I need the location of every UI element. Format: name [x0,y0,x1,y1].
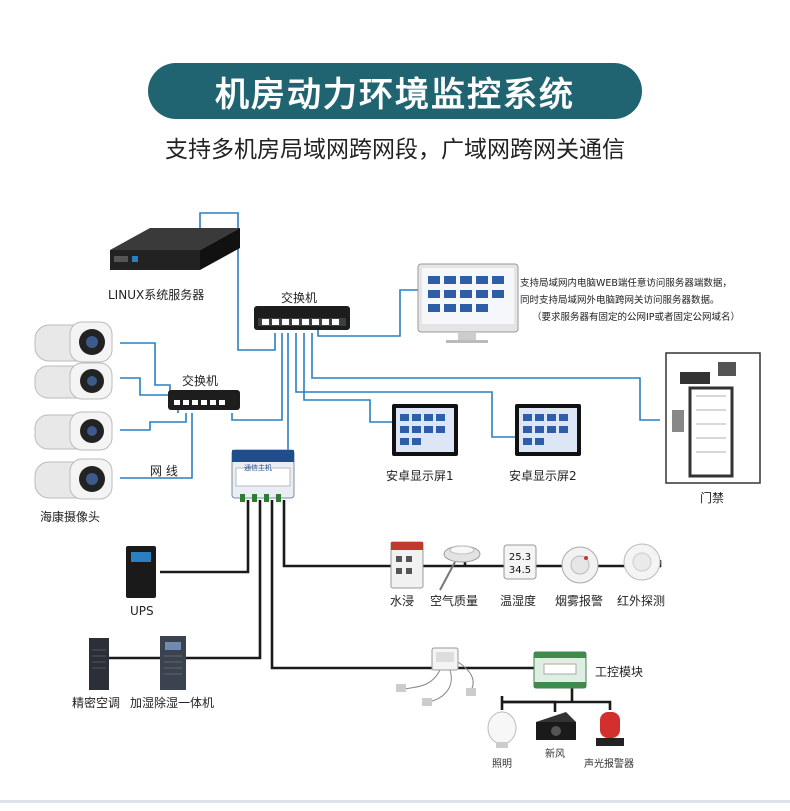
android-screen-1-label: 安卓显示屏1 [386,469,454,483]
temp-humidity-graphic: 25.3 34.5 [503,544,537,580]
camera-label: 海康摄像头 [40,510,101,524]
lighting-label: 照明 [492,759,512,770]
infrared-detector-graphic [623,543,661,581]
water-leak-graphic [390,541,424,589]
sound-light-alarm-label: 声光报警器 [584,759,634,770]
network-cables [120,212,660,479]
linux-server-graphic [110,228,240,270]
host-brand-label: 通信主机 [244,464,272,472]
android-screen-2-graphic [515,404,581,456]
page-title: 机房动力环境监控系统 [215,74,575,115]
secondary-switch-graphic [168,390,240,410]
note-line-1: 支持局域网内电脑WEB端任意访问服务器端数据， [520,278,732,289]
title-banner: 机房动力环境监控系统 [148,63,642,119]
note-line-3: （要求服务器有固定的公网IP或者固定公网域名） [532,312,741,323]
smoke-alarm-graphic [561,546,599,584]
main-switch-graphic [254,306,350,330]
air-quality-label: 空气质量 [430,594,479,608]
secondary-switch-label: 交换机 [182,374,219,388]
infrared-label: 红外探测 [617,594,666,608]
temp-humidity-label: 温湿度 [500,594,537,608]
monitor-pc-graphic [417,263,519,343]
sound-light-alarm-graphic [596,712,624,746]
humidifier-graphic [160,636,186,690]
main-switch-label: 交换机 [281,291,318,305]
bottom-divider [0,800,790,803]
water-leak-label: 水浸 [390,594,415,608]
door-access-graphic [665,352,761,484]
host-unit-graphic [231,449,295,502]
fresh-air-label: 新风 [545,749,565,760]
io-module-label: 工控模块 [595,665,644,679]
linux-server-label: LINUX系统服务器 [108,288,205,302]
lighting-graphic [487,711,517,748]
temperature-reading: 25.3 [509,552,531,563]
note-line-2: 同时支持局域网外电脑跨网关访问服务器数据。 [520,295,720,306]
smoke-alarm-label: 烟雾报警 [555,594,604,608]
page-subtitle: 支持多机房局域网跨网段，广域网跨网关通信 [165,137,625,163]
precision-ac-label: 精密空调 [72,696,121,710]
humidifier-label: 加湿除湿一体机 [130,696,215,710]
air-quality-graphic [439,545,481,591]
android-screen-2-label: 安卓显示屏2 [509,469,577,483]
precision-ac-graphic [89,638,109,690]
camera-graphics [34,321,113,500]
fresh-air-fan-graphic [536,712,576,740]
ups-label: UPS [130,604,154,618]
humidity-reading: 34.5 [509,565,531,576]
io-module-graphic [533,651,587,689]
wired-sensors-graphic [396,647,476,706]
android-screen-1-graphic [392,404,458,456]
ups-graphic [126,546,156,598]
cable-label: 网 线 [150,464,178,478]
door-label: 门禁 [700,491,725,505]
